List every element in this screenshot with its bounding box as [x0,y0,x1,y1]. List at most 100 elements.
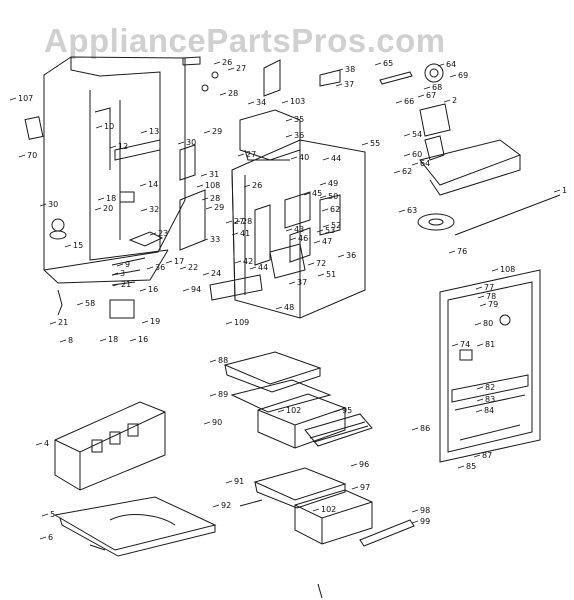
callout-leader [205,206,213,210]
callout-leader [449,74,457,78]
callout-label: 29 [214,203,224,212]
bottom-left-parts [53,401,217,557]
callout-leader [203,421,211,425]
callout-label: 95 [342,406,352,415]
callout-label: 36 [346,251,356,260]
callout-leader [139,183,147,187]
callout-label: 64 [420,159,430,168]
callout-label: 65 [383,59,393,68]
callout-leader [319,195,327,199]
callout-label: 90 [212,418,222,427]
callout-leader [141,320,149,324]
callout-label: 38 [345,65,355,74]
callout-label: 27 [234,217,244,226]
callout-leaders [9,61,561,540]
callout-leader [76,302,84,306]
center-top-parts [179,56,341,251]
callout-label: 52 [331,221,341,230]
callout-leader [333,409,341,413]
callout-leader [39,536,47,540]
callout-label: 26 [252,181,262,190]
callout-label: 32 [149,205,159,214]
callout-leader [182,288,190,292]
callout-leader [209,393,217,397]
callout-leader [285,118,293,122]
callout-label: 28 [210,194,220,203]
callout-label: 98 [420,506,430,515]
callout-leader [451,343,459,347]
callout-label: 48 [284,303,294,312]
callout-label: 81 [485,340,495,349]
callout-leader [39,203,47,207]
callout-label: 92 [221,501,231,510]
callout-leader [303,192,311,196]
callout-label: 63 [407,206,417,215]
callout-label: 34 [256,98,266,107]
callout-label: 31 [209,170,219,179]
callout-label: 14 [148,180,158,189]
callout-leader [18,154,26,158]
callout-leader [179,266,187,270]
callout-leader [203,130,211,134]
callout-label: 55 [370,139,380,148]
callout-label: 36 [155,263,165,272]
callout-leader [200,173,208,177]
callout-leader [398,209,406,213]
callout-leader [275,306,283,310]
callout-label: 58 [85,299,95,308]
callout-leader [307,262,315,266]
callout-leader [411,509,419,513]
callout-label: 97 [360,483,370,492]
callout-leader [475,409,483,413]
callout-leader [317,273,325,277]
callout-leader [475,286,483,290]
callout-leader [479,303,487,307]
callout-leader [322,157,330,161]
bottom-mark [317,583,323,599]
callout-leader [243,184,251,188]
control-housing [209,139,366,319]
callout-label: 53 [325,226,335,235]
callout-label: 37 [297,278,307,287]
cabinet-liner [43,56,186,284]
callout-label: 74 [460,340,470,349]
callout-label: 23 [158,229,168,238]
callout-leader [393,170,401,174]
callout-leader [140,130,148,134]
callout-label: 79 [488,300,498,309]
callout-label: 21 [121,280,131,289]
callout-leader [411,162,419,166]
callout-leader [112,283,120,287]
callout-label: 78 [486,292,496,301]
callout-label: 44 [331,154,341,163]
callout-leader [201,238,209,242]
callout-label: 50 [328,192,338,201]
callout-leader [225,220,233,224]
callout-leader [476,343,484,347]
callout-leader [201,197,209,201]
callout-leader [177,141,185,145]
callout-leader [59,339,67,343]
callout-leader [139,288,147,292]
callout-leader [233,220,241,224]
callout-label: 87 [482,451,492,460]
callout-labels: 1077010131214182030153223932116361722243… [18,58,567,542]
callout-label: 40 [299,153,309,162]
callout-leader [227,67,235,71]
callout-leader [336,68,344,72]
callout-leader [95,125,103,129]
callout-leader [290,156,298,160]
callout-leader [196,184,204,188]
callout-label: 35 [294,115,304,124]
callout-label: 47 [322,237,332,246]
callout-label: 19 [150,317,160,326]
callout-leader [473,454,481,458]
right-top-parts [379,63,561,236]
callout-label: 66 [404,97,414,106]
callout-label: 103 [290,97,305,106]
callout-leader [448,250,456,254]
callout-leader [234,260,242,264]
callout-leader [165,260,173,264]
callout-leader [9,97,17,101]
callout-label: 108 [500,265,515,274]
